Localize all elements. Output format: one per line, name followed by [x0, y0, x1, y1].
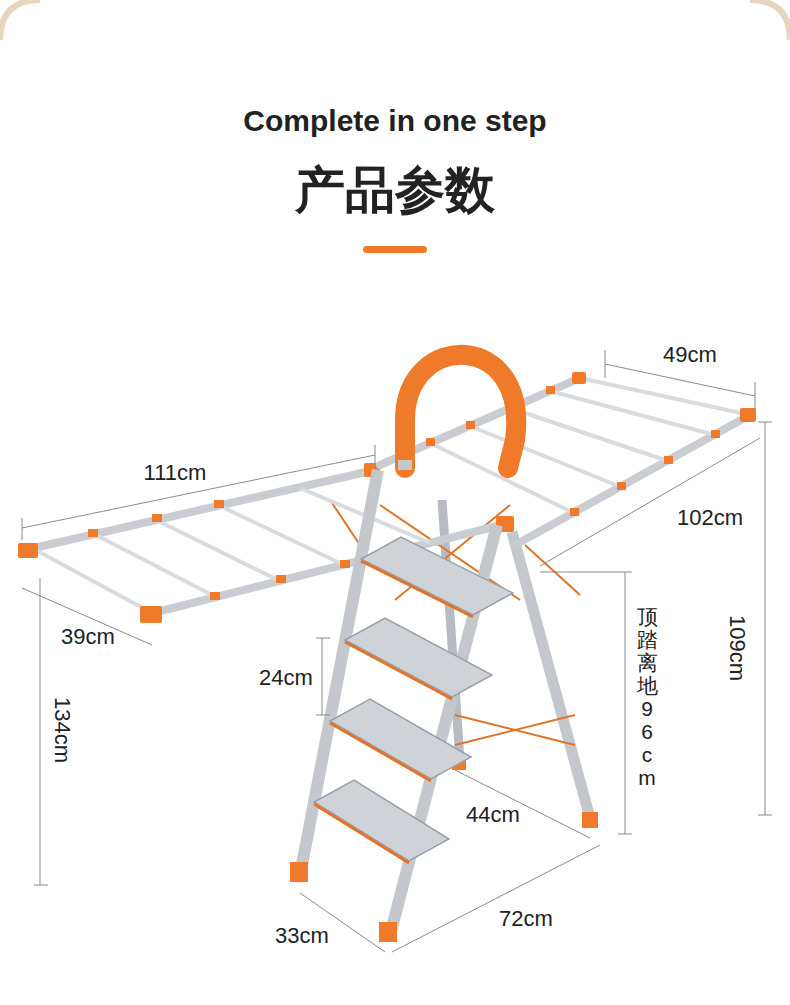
dimension-label: 72cm [499, 907, 553, 931]
dimension-label: 49cm [663, 343, 717, 367]
dimension-label: 33cm [275, 924, 329, 948]
dimension-label: 44cm [466, 803, 520, 827]
dimension-label: 109cm [725, 615, 749, 681]
dimension-label: 134cm [50, 697, 74, 763]
dimension-label: 39cm [61, 625, 115, 649]
dimension-label: 24cm [259, 666, 313, 690]
dimension-label: 102cm [677, 506, 743, 530]
dimension-label: 111cm [144, 461, 207, 485]
subtitle: Complete in one step [243, 104, 546, 137]
dimension-label: 顶踏离地96cm [637, 605, 658, 790]
heading-title: 产品参数 [295, 163, 495, 218]
